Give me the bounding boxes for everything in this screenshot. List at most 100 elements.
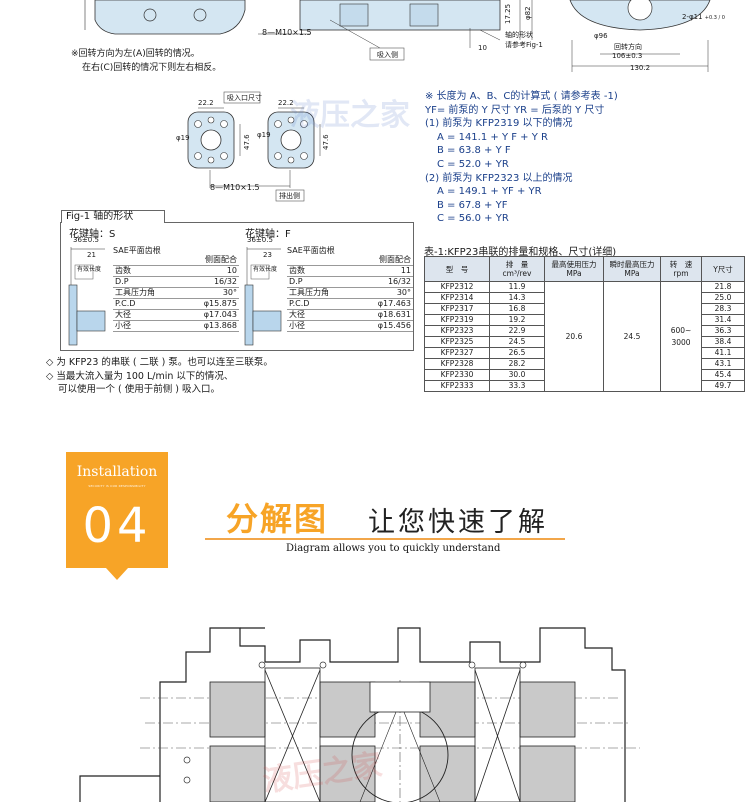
gear-right [419,681,576,802]
y-dim-cell: 49.7 [701,380,745,392]
model-cell: KFP2323 [424,325,490,337]
displacement-cell: 16.8 [489,303,545,315]
badge-number: 04 [82,498,152,554]
rotation-dir-label: 回转方向 [614,43,642,51]
watermark-top: 液压之家 [290,98,410,133]
dim-hole-tol: +0.3 / 0 [704,15,725,21]
badge-title: Installation [76,464,158,480]
suction-side-label: 吸入侧 [377,51,398,59]
series-table: 型 号 排 量 cm³/rev 最高使用压力 MPa 瞬时最高压力 MPa 转 … [424,256,745,392]
gear-left [209,681,376,802]
dim-82: φ82 [524,6,532,20]
displacement-cell: 19.2 [489,314,545,326]
y-dim-cell: 25.0 [701,292,745,304]
fig1-title: Fig-1 轴的形状 [61,210,165,223]
shaft-s-dim-a: 36±0.5 [73,236,99,244]
rotation-note-1: ※回转方向为左(A)回转的情况。 [71,49,200,59]
dim-19b: φ19 [257,131,271,139]
y-dim-cell: 38.4 [701,336,745,348]
speed-cell: 600~ 3000 [660,281,702,392]
displacement-cell: 11.9 [489,281,545,293]
top-drawing [84,0,711,72]
bullet-note: ◇ 当最大流入量为 100 L/min 以下的情况、 [46,370,234,382]
installation-badge: Installation SECURITY IS OUR RESPONSIBIL… [66,452,168,568]
shaft-s-title: 花键轴：S [69,229,116,240]
y-dim-cell: 43.1 [701,358,745,370]
shaft-f-drawing [244,247,282,346]
dim-10: 10 [478,44,487,52]
shaft-s-dim-b: 21 [87,251,96,259]
dim-222a: 22.2 [198,99,214,107]
model-cell: KFP2325 [424,336,490,348]
left-bolt-circle [143,8,157,22]
section-heading-main: 分解图 [226,500,329,538]
displacement-cell: 22.9 [489,325,545,337]
shaft-s-eff-len: 有效长度 [77,266,102,273]
port-drawings [187,91,321,202]
dim-m10-a: 8—M10×1.5 [262,28,312,37]
dim-19a: φ19 [176,134,190,142]
shaft-f-sae-title: SAE平面齿根 [287,246,335,255]
series-table-title: 表-1:KFP23串联的排量和规格、尺寸(详细) [424,247,617,258]
model-cell: KFP2333 [424,380,490,392]
shaft-shape-ref-2: 请参考Fig-1 [505,41,543,49]
dim-m10-b: 8—M10×1.5 [210,183,260,192]
y-dim-cell: 28.3 [701,303,745,315]
col-header: 最高使用压力 MPa [544,256,604,282]
outlet-port-flange [267,107,321,169]
formula-line: A = 149.1 + YF + YR [437,186,542,198]
model-cell: KFP2317 [424,303,490,315]
formula-block: ※ 长度为 A、B、C的计算式 ( 请参考表 -1) YF= 前泵的 Y 尺寸 … [425,90,745,226]
displacement-cell: 26.5 [489,347,545,359]
rotation-note-2: 在右(C)回转的情况下则左右相反。 [82,63,222,73]
badge-pointer [106,568,128,580]
y-dim-cell: 31.4 [701,314,745,326]
middle-pump-body [299,0,501,31]
formula-line: YF= 前泵的 Y 尺寸 YR = 后泵的 Y 尺寸 [425,104,605,116]
col-header: 转 速 rpm [660,256,702,282]
shaft-s-sae-title: SAE平面齿根 [113,246,161,255]
dim-1725: 17.25 [504,3,512,24]
shaft-shape-ref-1: 轴的形状 [505,31,533,39]
exploded-diagram [79,627,640,802]
section-caption: Diagram allows you to quickly understand [286,543,501,554]
model-cell: KFP2330 [424,369,490,381]
model-cell: KFP2312 [424,281,490,293]
col-header: Y尺寸 [701,256,745,282]
inlet-size-label: 吸入口尺寸 [227,94,262,102]
y-dim-cell: 21.8 [701,281,745,293]
displacement-cell: 14.3 [489,292,545,304]
shaft-s-drawing [68,247,106,346]
y-dim-cell: 41.1 [701,347,745,359]
shaft-f-dim-a: 36±0.5 [247,236,273,244]
dim-476b: 47.6 [322,134,330,150]
displacement-cell: 24.5 [489,336,545,348]
dim-hole: 2-φ11 +0.3 / 0 [682,13,725,21]
shaft-f-title: 花键轴：F [245,229,291,240]
seal-rings [183,661,527,784]
model-cell: KFP2319 [424,314,490,326]
housing-outline [159,627,626,802]
dim-476a: 47.6 [243,134,251,150]
shaft-f-dim-b: 23 [263,251,272,259]
model-cell: KFP2327 [424,347,490,359]
col-header: 型 号 [424,256,490,282]
col-header: 排 量 cm³/rev [489,256,545,282]
dim-222b: 22.2 [278,99,294,107]
